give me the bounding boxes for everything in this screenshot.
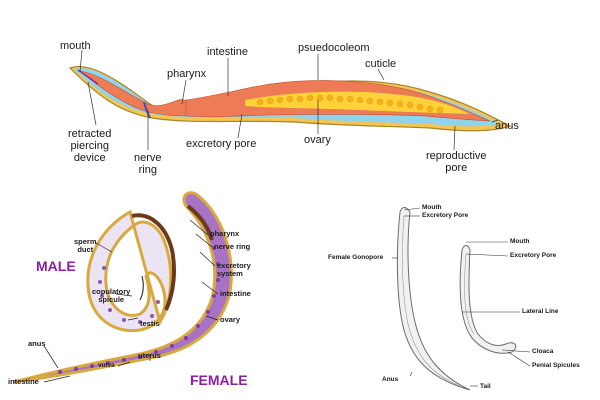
label-mf-nerve-ring: nerve ring <box>214 242 251 251</box>
label-ld-excretory-pore-female: Excretory Pore <box>422 212 469 219</box>
label-testis: testis <box>140 319 160 328</box>
label-ld-lateral-line: Lateral Line <box>522 308 559 315</box>
label-mf-intestine-right: intestine <box>220 289 251 298</box>
label-ld-female-gonopore: Female Gonopore <box>328 254 384 261</box>
label-excretory-pore: excretory pore <box>186 138 257 150</box>
label-ld-anus: Anus <box>382 376 399 383</box>
label-ld-mouth-male: Mouth <box>510 238 530 245</box>
label-pharynx: pharynx <box>167 68 207 80</box>
label-intestine: intestine <box>207 46 248 58</box>
top-worm <box>68 49 512 151</box>
label-ld-mouth-female: Mouth <box>422 204 442 211</box>
label-sperm-duct: sperm duct <box>74 237 97 254</box>
label-ld-tail: Tail <box>480 383 491 390</box>
label-nerve-ring: nerve ring <box>134 152 162 176</box>
label-excretory-system: excretory system <box>217 261 251 278</box>
label-reproductive-pore: reproductive pore <box>426 150 487 174</box>
label-vulva: vulva <box>98 362 115 369</box>
label-ovary: ovary <box>304 134 331 146</box>
label-mf-anus: anus <box>28 339 46 348</box>
label-female: FEMALE <box>190 372 248 388</box>
male-body <box>86 209 173 333</box>
label-male: MALE <box>36 258 76 274</box>
label-mf-ovary: ovary <box>220 315 241 324</box>
male-female-worms <box>13 191 233 384</box>
label-pseudocoelom: psuedocoleom <box>298 42 370 54</box>
label-anus: anus <box>495 120 519 132</box>
label-retracted-piercing-device: retracted piercing device <box>68 128 112 164</box>
label-cuticle: cuticle <box>365 58 397 70</box>
label-mouth: mouth <box>60 40 91 52</box>
label-mf-intestine-left: intestine <box>8 377 39 386</box>
female-outline <box>396 207 471 391</box>
label-mf-pharynx: pharynx <box>210 229 240 238</box>
male-outline <box>459 245 517 354</box>
line-drawing-worms <box>392 207 531 391</box>
label-ld-penial-spicules: Penial Spicules <box>532 362 580 369</box>
label-ld-excretory-pore-male: Excretory Pore <box>510 252 557 259</box>
label-uterus: uterus <box>138 351 161 360</box>
label-copulatory-spicule: copulatory spicule <box>92 287 131 304</box>
label-ld-cloaca: Cloaca <box>532 348 554 355</box>
